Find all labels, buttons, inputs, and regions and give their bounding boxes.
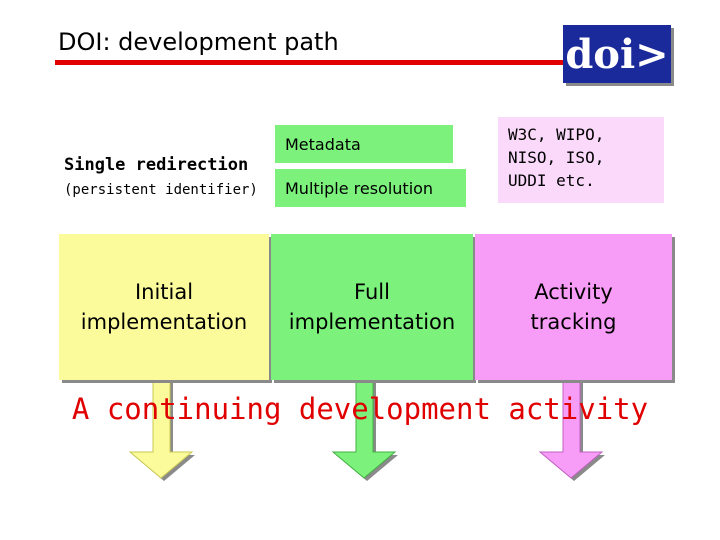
multiple-resolution-label: Multiple resolution <box>285 178 434 198</box>
metadata-box: Metadata <box>275 125 453 163</box>
stage-initial-line-2: implementation <box>80 310 248 334</box>
stage-activity-tracking: Activity tracking <box>475 234 672 380</box>
arrow-initial <box>128 377 195 481</box>
standards-box: W3C, WIPO, NISO, ISO, UDDI etc. <box>498 117 664 203</box>
stage-initial-implementation: Initial implementation <box>59 234 269 380</box>
stage-full-implementation: Full implementation <box>271 234 473 380</box>
metadata-label: Metadata <box>285 134 361 154</box>
persistent-identifier-label: (persistent identifier) <box>64 182 258 198</box>
arrow-full <box>331 377 398 481</box>
standards-line-3: UDDI etc. <box>508 171 595 190</box>
stage-initial-line-1: Initial <box>134 280 194 304</box>
standards-line-2: NISO, ISO, <box>508 148 605 167</box>
arrow-activity <box>538 377 605 481</box>
multiple-resolution-box: Multiple resolution <box>275 169 466 207</box>
standards-line-1: W3C, WIPO, <box>508 125 605 144</box>
page-title: DOI: development path <box>58 28 339 56</box>
continuing-activity-caption: A continuing development activity <box>71 392 649 426</box>
stage-activity-line-1: Activity <box>534 280 613 304</box>
doi-logo: doi> <box>563 25 671 83</box>
single-redirection-label: Single redirection <box>64 155 249 175</box>
stage-full-line-1: Full <box>354 280 390 304</box>
stage-full-line-2: implementation <box>288 310 456 334</box>
stage-activity-line-2: tracking <box>530 310 617 334</box>
title-underline <box>55 60 670 65</box>
